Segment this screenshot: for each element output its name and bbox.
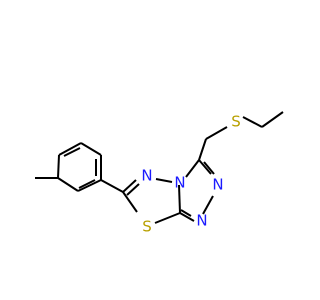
molecule-canvas: S N N S N N: [35, 111, 284, 236]
bond-nbridge-ntop: [155, 178, 173, 183]
atom-nitrogen-triazole-2: N: [196, 212, 207, 230]
bond-c2-s: [122, 191, 138, 213]
atom-sulfur-ring: S: [142, 218, 152, 236]
bond-s-c6: [154, 212, 181, 224]
bond-s-ch2: [205, 126, 228, 140]
bond-n4-n5: [202, 195, 214, 215]
bond-c2-aryl: [100, 179, 124, 193]
atom-nitrogen-ring-top: N: [141, 167, 152, 185]
bond-n5-c6-double: [180, 209, 192, 217]
bond-n5-c6: [179, 212, 195, 222]
bond-ar-inner-1: [78, 179, 96, 189]
bond-ch2-triazole: [198, 138, 207, 161]
bond-ar-inner-2: [63, 147, 81, 157]
bond-nbridge-c3: [185, 159, 200, 178]
bond-ch3-ch2: [261, 111, 284, 128]
bond-ntop-c2: [122, 179, 137, 193]
bond-c3-n4: [198, 159, 212, 175]
atom-nitrogen-triazole-1: N: [212, 176, 223, 194]
atom-nitrogen-bridgehead: N: [174, 174, 185, 192]
atom-sulfur-thioether: S: [231, 113, 241, 131]
molecule-structure: S N N S N N: [35, 111, 284, 236]
bond-ntop-c2-double: [126, 183, 140, 196]
bond-ar2: [57, 177, 79, 192]
bond-c6-nbridge: [178, 184, 181, 214]
bond-ch2-s: [242, 116, 263, 128]
bond-ar4: [58, 142, 82, 156]
bond-ar3: [57, 154, 60, 179]
bond-ar5: [80, 142, 102, 156]
bond-ar1: [77, 179, 102, 192]
bond-c3-n4-double: [203, 161, 215, 175]
